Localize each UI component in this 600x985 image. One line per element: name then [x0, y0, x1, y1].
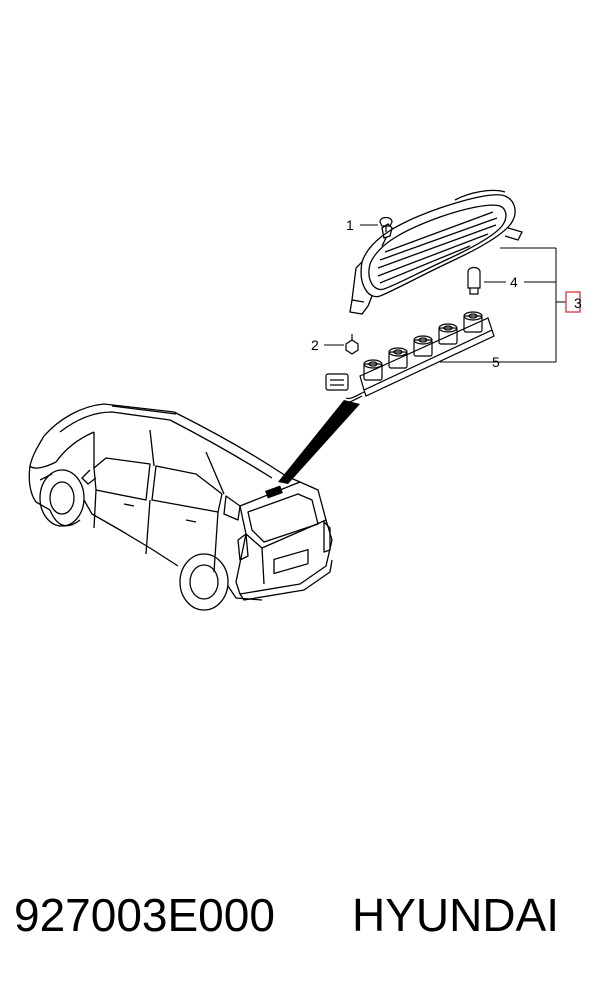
wire-connector	[325, 373, 349, 391]
location-pointer	[278, 400, 360, 484]
part-4-bulb	[467, 266, 481, 295]
socket-2	[388, 347, 408, 369]
callout-2: 2	[311, 337, 319, 353]
part-number: 927003E000	[14, 889, 275, 941]
brand-name: HYUNDAI	[352, 889, 560, 941]
lamp-housing	[349, 189, 523, 315]
assembly-bracket-3	[488, 247, 566, 363]
callout-4: 4	[510, 274, 518, 290]
callout-3: 3	[574, 295, 582, 311]
socket-5	[463, 311, 483, 333]
socket-4	[438, 323, 458, 345]
part-5-socket-assembly	[325, 311, 495, 404]
vehicle-outline	[28, 403, 333, 611]
parts-diagram: 1 2 4	[28, 189, 582, 611]
callout-3-highlight	[565, 291, 581, 313]
socket-1	[363, 359, 383, 381]
socket-3	[413, 335, 433, 357]
part-1-screw	[379, 216, 393, 232]
vehicle-lamp-location	[265, 485, 283, 499]
part-2-clip	[345, 334, 359, 355]
callout-1: 1	[346, 217, 354, 233]
